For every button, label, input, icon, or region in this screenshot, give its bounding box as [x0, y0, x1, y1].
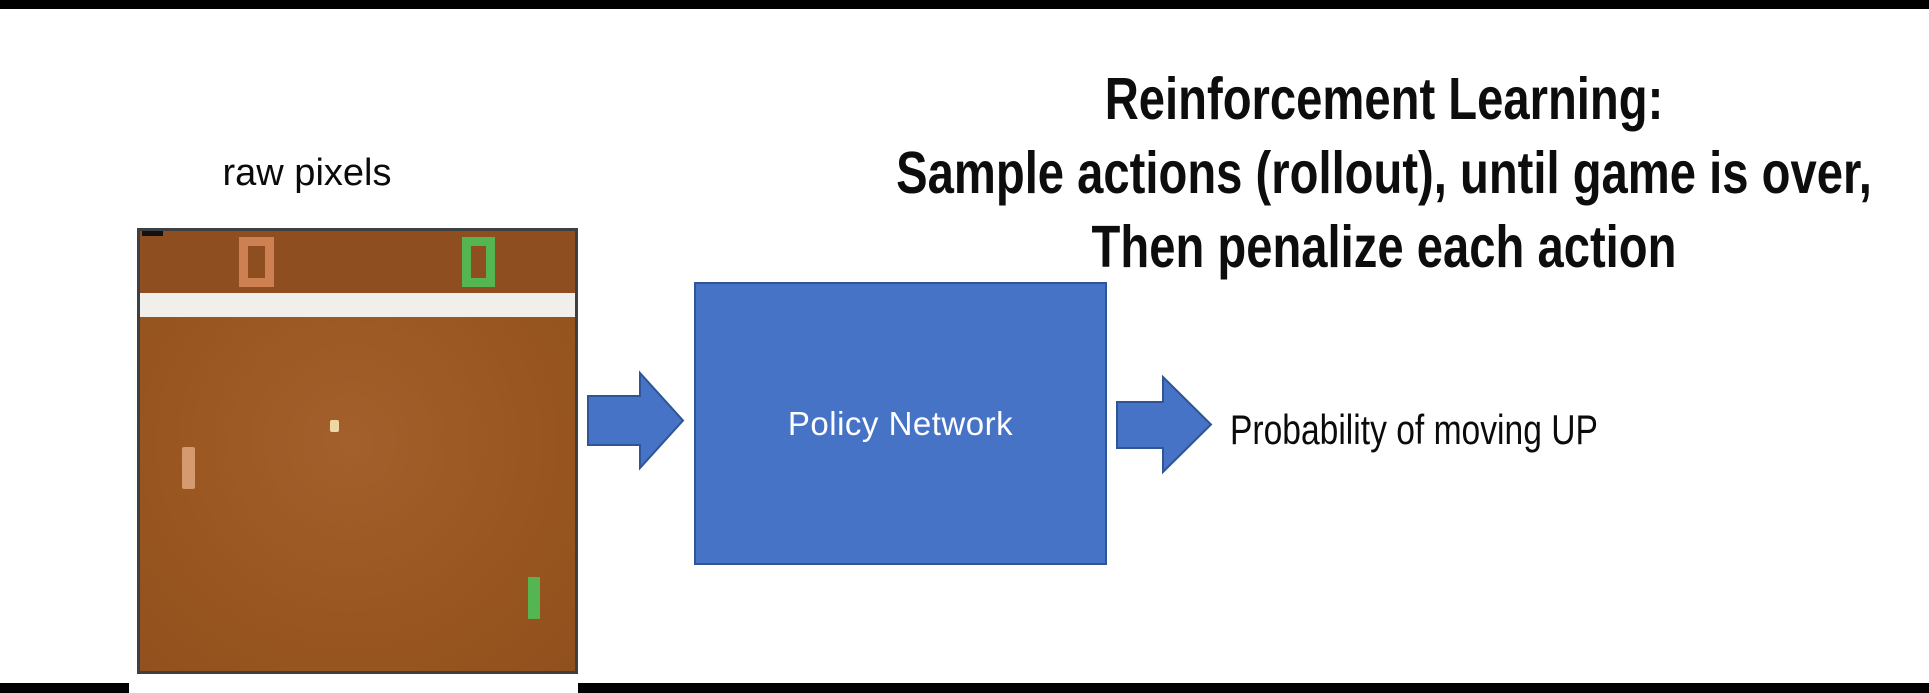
bottom-letterbox-bar-left	[0, 683, 129, 693]
slide-title-line-3: Then penalize each action	[1091, 214, 1677, 280]
left-score-zero	[239, 237, 274, 287]
pong-left-paddle	[182, 447, 195, 489]
pong-corner-notch	[142, 231, 163, 236]
pong-score-band	[140, 231, 575, 293]
pong-game-frame	[137, 228, 578, 674]
pong-right-paddle	[528, 577, 540, 619]
policy-network-box: Policy Network	[694, 282, 1107, 565]
slide-title: Reinforcement Learning: Sample actions (…	[864, 62, 1904, 284]
probability-output-label: Probability of moving UP	[1230, 406, 1598, 453]
right-score-zero	[462, 237, 495, 287]
slide-title-line-1: Reinforcement Learning:	[1104, 66, 1664, 132]
raw-pixels-caption: raw pixels	[222, 152, 392, 194]
bottom-letterbox-bar-right	[578, 683, 1929, 693]
pong-ball	[330, 420, 339, 432]
input-arrow-icon	[587, 370, 685, 471]
policy-network-label: Policy Network	[787, 404, 1014, 442]
pong-midline-stripe	[140, 293, 575, 317]
slide-title-line-2: Sample actions (rollout), until game is …	[896, 140, 1872, 206]
top-letterbox-bar	[0, 0, 1929, 9]
output-arrow-icon	[1116, 374, 1213, 475]
